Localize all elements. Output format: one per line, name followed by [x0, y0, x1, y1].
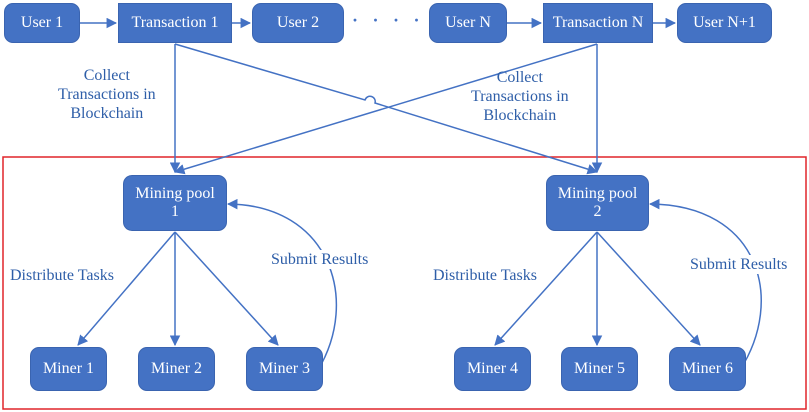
arrow-pool1-to-miner1: [77, 231, 176, 346]
collect-label-left: Collect Transactions in Blockchain: [58, 67, 156, 122]
transaction-1-node: Transaction 1: [118, 3, 232, 43]
arrow-miner6-submit-pool2: [648, 198, 762, 371]
collect-label-right: Collect Transactions in Blockchain: [471, 69, 569, 124]
arrow-miner3-submit-pool1: [226, 198, 338, 371]
user-n-plus-1-node: User N+1: [677, 3, 772, 43]
miner-5-node: Miner 5: [561, 347, 638, 391]
submit-label-left: Submit Results: [271, 250, 369, 269]
arrow-pool1-to-miner3: [174, 231, 279, 346]
mining-pool-1-node: Mining pool 1: [123, 175, 227, 231]
arrow-pool2-to-miner4: [494, 231, 598, 346]
mining-region-border: [2, 156, 807, 410]
arrow-t1-to-pool2: [174, 43, 599, 175]
miner-1-node: Miner 1: [30, 347, 107, 391]
distribute-label-right: Distribute Tasks: [433, 267, 537, 284]
miner-6-node: Miner 6: [669, 347, 746, 391]
user-1-node: User 1: [4, 3, 80, 43]
arrow-pool2-to-miner6: [596, 231, 701, 346]
miner-4-node: Miner 4: [454, 347, 531, 391]
submit-label-right: Submit Results: [690, 255, 788, 274]
transaction-n-node: Transaction N: [543, 3, 653, 43]
user-n-node: User N: [429, 3, 507, 43]
distribute-label-left: Distribute Tasks: [10, 267, 114, 284]
miner-3-node: Miner 3: [246, 347, 323, 391]
arrow-tN-to-pool1: [173, 43, 598, 175]
user-2-node: User 2: [252, 3, 344, 43]
mining-pool-2-node: Mining pool 2: [546, 175, 649, 231]
miner-2-node: Miner 2: [138, 347, 215, 391]
